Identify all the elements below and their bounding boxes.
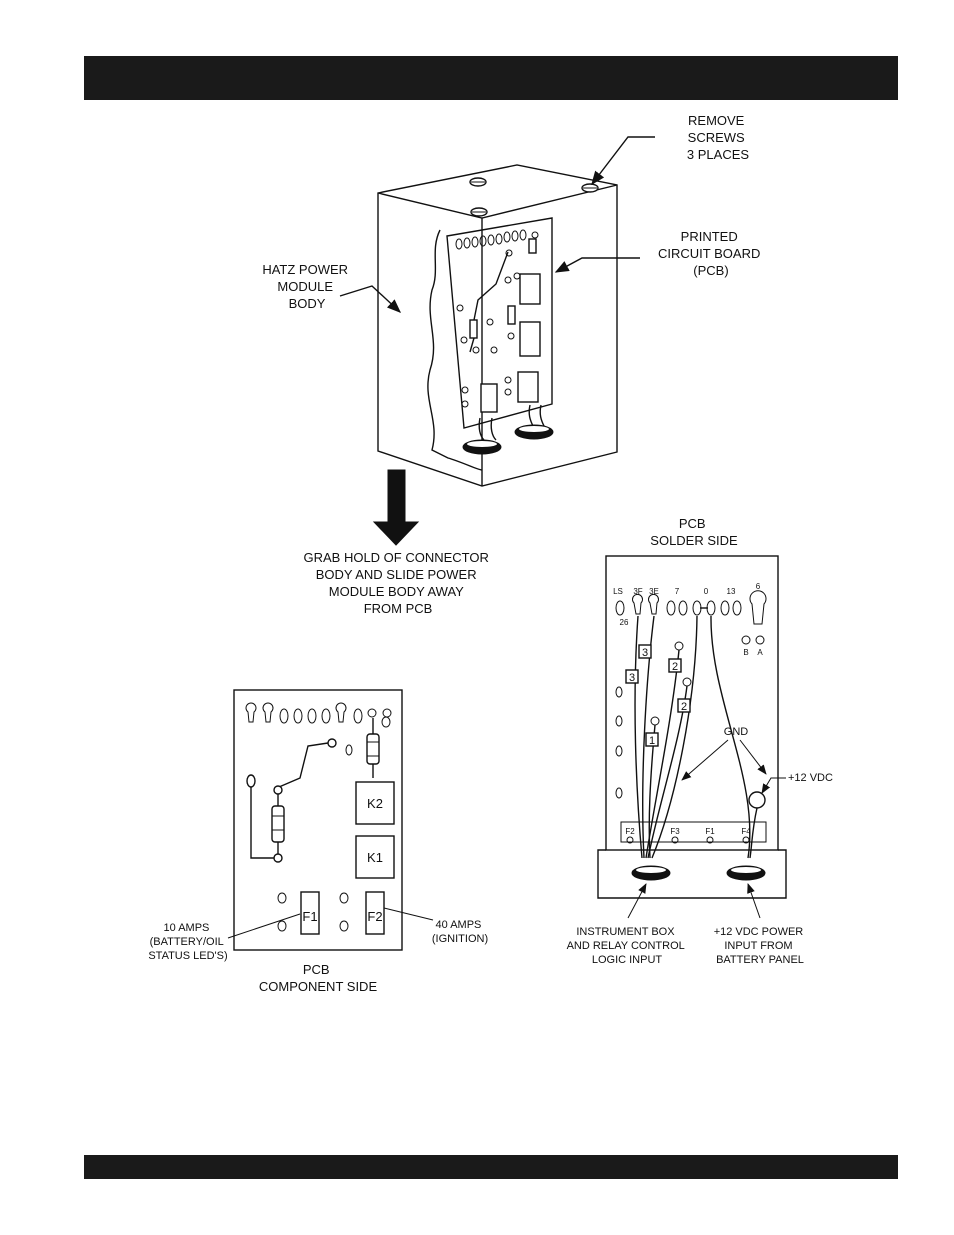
terminal-ls-label: LS: [613, 587, 623, 596]
relay-k1-label: K1: [367, 850, 383, 865]
wire-tag-label: 3: [642, 647, 648, 659]
remove-screws-label: REMOVE SCREWS 3 PLACES: [687, 113, 749, 162]
wire-tag-label: 2: [681, 701, 687, 713]
terminal-7-label: 7: [675, 587, 680, 596]
relay-k2-label: K2: [367, 796, 383, 811]
hatz-body-label: HATZ POWER MODULE BODY: [262, 262, 351, 311]
body-leader: [339, 285, 402, 313]
instrument-box-leader: [627, 883, 647, 919]
gnd-label: GND: [724, 726, 749, 738]
footer-bar: [84, 1155, 898, 1179]
solder-side-title: PCB SOLDER SIDE: [650, 516, 738, 548]
terminal-0-label: 0: [704, 587, 709, 596]
grab-hold-label: GRAB HOLD OF CONNECTOR BODY AND SLIDE PO…: [303, 550, 492, 616]
terminal-3f-label: 3F: [633, 587, 642, 596]
ten-amps-label: 10 AMPS (BATTERY/OIL STATUS LED'S): [148, 922, 227, 962]
gnd-leader: [739, 739, 767, 775]
forty-amps-label: 40 AMPS (IGNITION): [432, 919, 488, 945]
led-b-label: B: [743, 648, 748, 657]
power-input-leader: [747, 883, 761, 919]
gnd-leader: [681, 739, 729, 781]
fuse-label: F3: [670, 827, 680, 836]
pcb-solder-side: LS 3F 3E 7 0 13 6 26 B A: [597, 555, 787, 899]
fuse-label: F2: [625, 827, 635, 836]
screw-icon: [581, 183, 599, 193]
led-a-label: A: [757, 648, 763, 657]
pcb-leader: [554, 257, 640, 273]
terminal-3e-label: 3E: [649, 587, 659, 596]
fuse-f1-label: F1: [302, 909, 317, 924]
terminal-26-label: 26: [620, 618, 629, 627]
ten-amps-leader: [227, 913, 301, 939]
screw-icon: [470, 207, 488, 217]
fuse-label: F1: [705, 827, 715, 836]
forty-amps-leader: [383, 907, 434, 921]
power-input-label: +12 VDC POWER INPUT FROM BATTERY PANEL: [714, 926, 807, 966]
wire-tag-label: 3: [629, 672, 635, 684]
component-side-title: PCB COMPONENT SIDE: [259, 962, 378, 994]
instrument-box-label: INSTRUMENT BOX AND RELAY CONTROL LOGIC I…: [567, 926, 688, 966]
terminal-6-label: 6: [756, 582, 761, 591]
screw-icon: [469, 177, 487, 187]
wire-tag-label: 1: [649, 735, 655, 747]
fuse-f2-label: F2: [367, 909, 382, 924]
screws-leader: [591, 136, 655, 186]
header-bar: [84, 56, 898, 100]
wire-tag-label: 2: [672, 661, 678, 673]
fuse-label: F4: [741, 827, 751, 836]
printed-circuit-board-label: PRINTED CIRCUIT BOARD (PCB): [658, 229, 764, 278]
pcb-component-side: K2 K1 F1 F2: [233, 689, 403, 951]
terminal-13-label: 13: [727, 587, 736, 596]
power-module-illustration: [377, 164, 618, 487]
slide-direction-arrow-icon: [372, 469, 420, 546]
plus-12vdc-label: +12 VDC: [788, 772, 833, 784]
plus-12vdc-leader: [761, 777, 786, 794]
